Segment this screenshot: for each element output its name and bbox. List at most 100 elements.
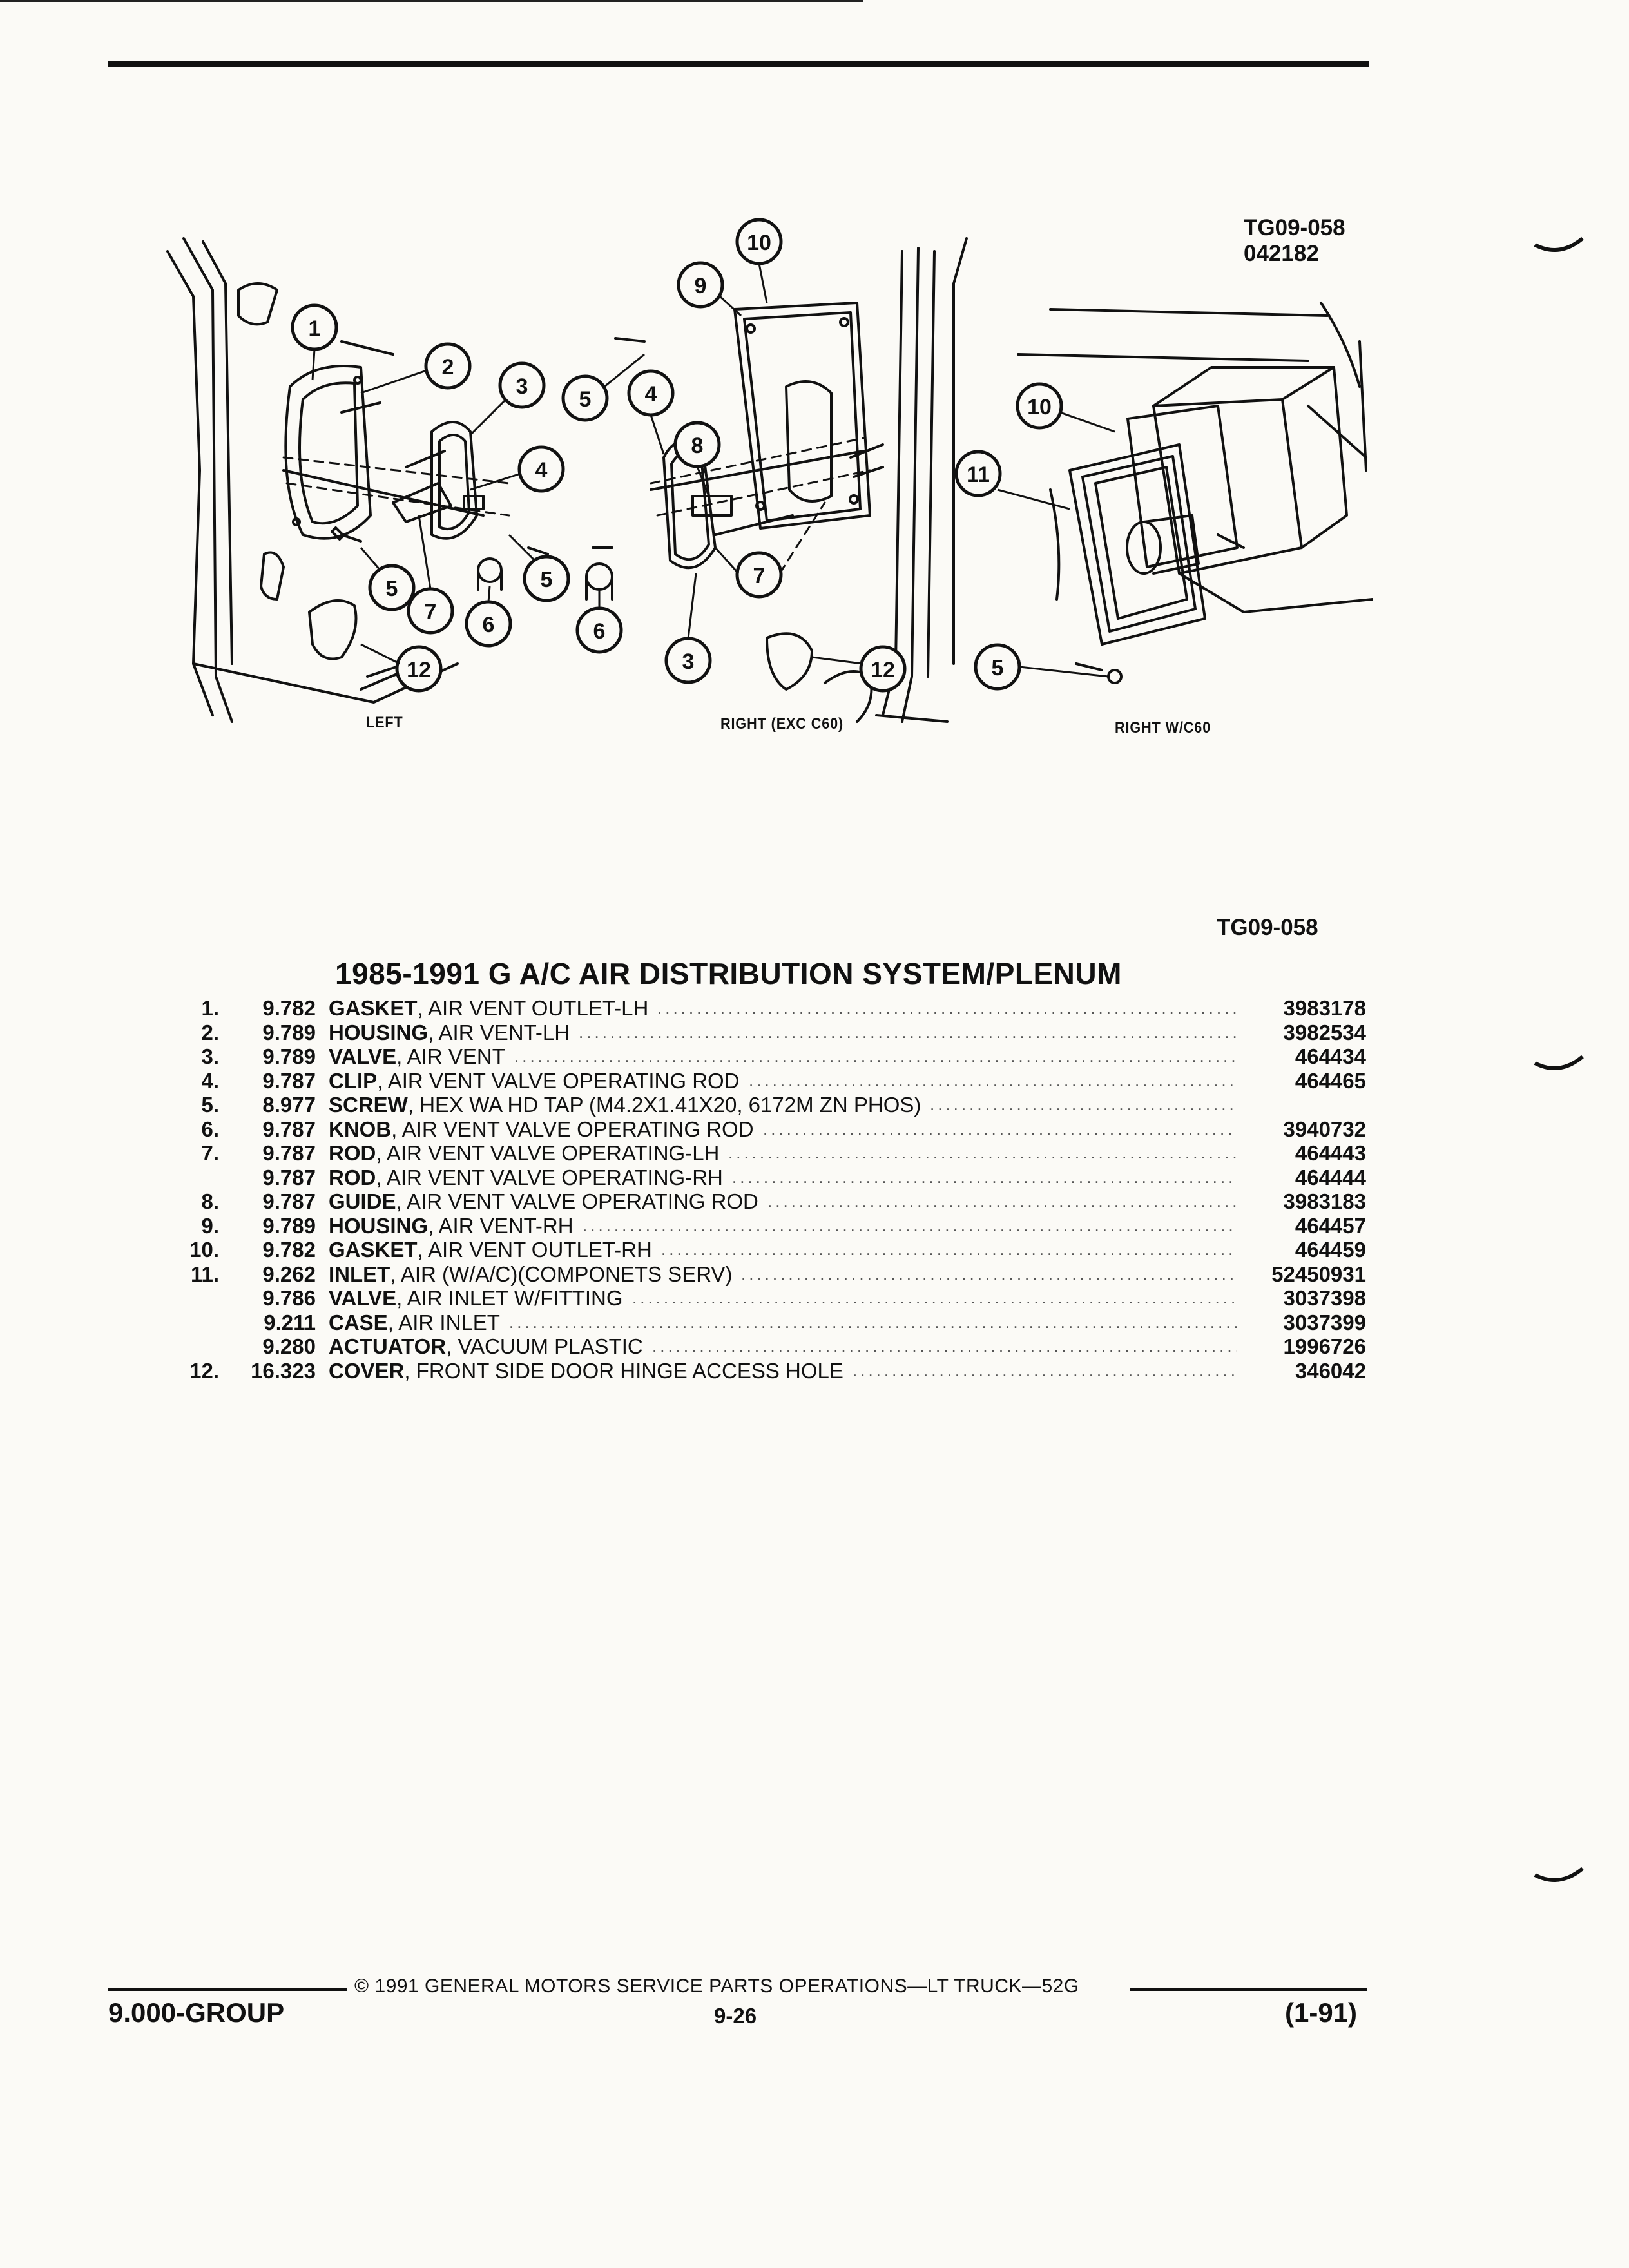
item-number: 10.: [189, 1238, 219, 1262]
item-number: 8.: [201, 1189, 219, 1213]
callout-4b: 4: [627, 369, 675, 417]
part-detail-prefix: ,: [417, 1238, 429, 1262]
part-number: 3982534: [1283, 1020, 1366, 1044]
exploded-diagram: 1 2 3 4 5 5 6 7 12 10 9 5 4 8 7 6 3 12 1…: [166, 218, 1373, 723]
item-number: 2.: [201, 1020, 219, 1044]
callout-7b: 7: [735, 551, 783, 599]
part-detail-prefix: ,: [446, 1334, 458, 1358]
part-number: 464434: [1295, 1044, 1366, 1068]
svg-text:5: 5: [541, 568, 553, 592]
callout-3b: 3: [664, 637, 712, 684]
dot-leader: ........................................…: [853, 1360, 1237, 1380]
part-number: 3037398: [1283, 1286, 1366, 1310]
scan-mark: [1534, 236, 1584, 252]
part-detail: AIR VENT VALVE OPERATING-LH: [386, 1141, 720, 1165]
part-detail: AIR VENT VALVE OPERATING ROD: [401, 1117, 754, 1141]
group-number: 9.787: [262, 1165, 316, 1189]
footer-copyright: © 1991 GENERAL MOTORS SERVICE PARTS OPER…: [354, 1975, 1079, 1997]
svg-text:11: 11: [967, 463, 990, 487]
dot-leader: ........................................…: [661, 1240, 1237, 1259]
part-number: 3037399: [1283, 1310, 1366, 1334]
svg-text:5: 5: [579, 387, 592, 412]
item-number: 12.: [189, 1358, 219, 1383]
section-title: 1985-1991 G A/C AIR DISTRIBUTION SYSTEM/…: [335, 957, 1122, 990]
dot-leader: ........................................…: [728, 1143, 1237, 1162]
group-number: 9.211: [264, 1310, 316, 1334]
view-label-left: LEFT: [366, 714, 403, 731]
part-description: COVER, FRONT SIDE DOOR HINGE ACCESS HOLE: [329, 1359, 843, 1383]
svg-text:5: 5: [992, 656, 1004, 680]
dot-leader: ........................................…: [509, 1312, 1237, 1332]
right-exc-c60-view: [585, 237, 968, 723]
part-name: COVER: [329, 1358, 405, 1383]
group-number: 16.323: [251, 1358, 316, 1383]
part-detail: AIR VENT-RH: [438, 1213, 574, 1238]
group-number: 9.787: [262, 1068, 316, 1093]
callout-5b: 5: [523, 555, 570, 602]
group-number: 9.787: [262, 1117, 316, 1141]
part-name: SCREW: [329, 1093, 408, 1117]
callout-12b: 12: [859, 645, 907, 693]
part-description: KNOB, AIR VENT VALVE OPERATING ROD: [329, 1117, 754, 1141]
callout-12a: 12: [395, 645, 443, 693]
group-number: 9.787: [262, 1189, 316, 1213]
dot-leader: ........................................…: [732, 1167, 1237, 1187]
part-detail: AIR VENT OUTLET-LH: [428, 996, 649, 1020]
item-number: 11.: [190, 1262, 219, 1286]
part-detail-prefix: ,: [417, 996, 429, 1020]
group-number: 9.789: [262, 1020, 316, 1044]
item-number: 9.: [201, 1213, 219, 1238]
svg-text:7: 7: [425, 600, 437, 624]
dot-leader: ........................................…: [652, 1336, 1237, 1356]
part-name: GASKET: [329, 1238, 418, 1262]
part-detail-prefix: ,: [390, 1262, 401, 1286]
part-number: 464457: [1295, 1213, 1366, 1238]
part-name: ACTUATOR: [329, 1334, 447, 1358]
part-detail: AIR VENT VALVE OPERATING-RH: [386, 1165, 723, 1189]
item-number: 6.: [201, 1117, 219, 1141]
part-number: 1996726: [1283, 1334, 1366, 1358]
group-number: 9.789: [262, 1213, 316, 1238]
part-detail: AIR VENT OUTLET-RH: [428, 1238, 652, 1262]
part-number: 3983178: [1283, 996, 1366, 1020]
part-detail: AIR VENT VALVE OPERATING ROD: [387, 1068, 740, 1093]
part-detail-prefix: ,: [391, 1117, 402, 1141]
part-detail: HEX WA HD TAP (M4.2X1.41X20, 6172M ZN PH…: [419, 1093, 921, 1117]
part-number: 52450931: [1271, 1262, 1366, 1286]
svg-text:12: 12: [407, 658, 431, 682]
parts-list-row: 6. 9.787 KNOB, AIR VENT VALVE OPERATING RO…: [180, 1117, 1366, 1142]
svg-text:6: 6: [483, 613, 495, 637]
svg-text:9: 9: [695, 274, 707, 298]
part-detail-prefix: ,: [428, 1020, 439, 1044]
part-name: INLET: [329, 1262, 390, 1286]
part-detail-prefix: ,: [396, 1044, 407, 1068]
group-number: 9.280: [262, 1334, 316, 1358]
part-name: GUIDE: [329, 1189, 396, 1213]
dot-leader: ........................................: [930, 1095, 1237, 1114]
part-description: CASE, AIR INLET: [329, 1311, 500, 1334]
part-detail: AIR INLET: [398, 1310, 500, 1334]
scan-mark: [1534, 1055, 1584, 1070]
callout-5d: 5: [974, 643, 1021, 691]
footer-page-number: 9-26: [714, 2004, 757, 2028]
callout-3a: 3: [498, 361, 546, 409]
svg-text:1: 1: [309, 316, 321, 341]
svg-text:7: 7: [753, 564, 766, 588]
part-detail-prefix: ,: [377, 1068, 388, 1093]
part-number: 464443: [1295, 1141, 1366, 1165]
callout-1: 1: [291, 303, 338, 351]
part-detail: FRONT SIDE DOOR HINGE ACCESS HOLE: [416, 1358, 843, 1383]
callout-8: 8: [673, 421, 721, 468]
header-rule: [108, 61, 1369, 67]
callout-10a: 10: [735, 218, 783, 265]
